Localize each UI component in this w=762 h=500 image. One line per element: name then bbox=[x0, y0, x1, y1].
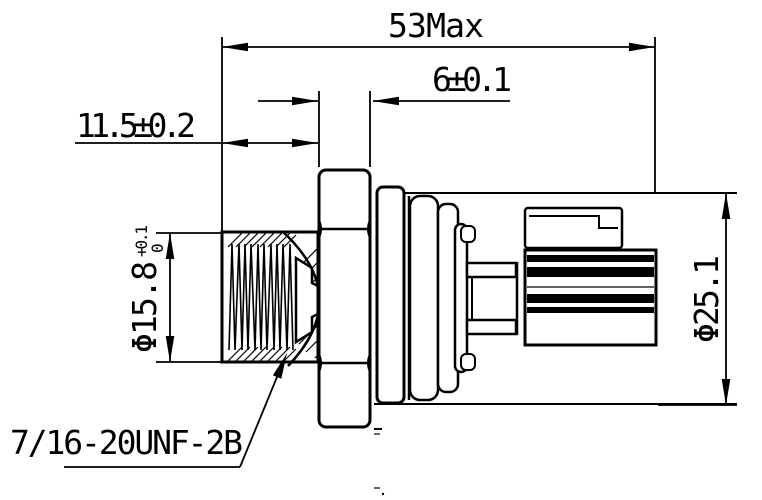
arrowhead-left bbox=[222, 42, 248, 52]
port-diameter-label: Φ15.8 bbox=[125, 261, 164, 353]
body-envelope bbox=[374, 192, 737, 405]
connector-pins bbox=[465, 261, 519, 336]
arrowhead-right bbox=[629, 42, 655, 52]
thread-callout-label: 7/16-20UNF-2B bbox=[10, 423, 243, 462]
latch-tab-step bbox=[529, 215, 618, 229]
arrowhead-up bbox=[721, 193, 731, 219]
thread-callout: 7/16-20UNF-2B bbox=[10, 353, 287, 468]
arrowhead-right bbox=[292, 138, 318, 148]
hex-facet-arcs bbox=[318, 219, 371, 373]
pin-bottom bbox=[465, 318, 518, 336]
leader-line bbox=[239, 359, 285, 468]
body-steps bbox=[375, 185, 476, 405]
dimension-body-diameter: Φ25.1 bbox=[658, 192, 737, 406]
arrowhead-down bbox=[721, 379, 731, 405]
overall-length-label: 53Max bbox=[388, 6, 484, 45]
internal-thread-profile bbox=[228, 243, 294, 351]
dimension-port-length: 11.5±0.2 bbox=[75, 106, 318, 148]
body-diameter-label: Φ25.1 bbox=[687, 255, 726, 343]
arrowhead-up bbox=[165, 233, 175, 259]
port-length-label: 11.5±0.2 bbox=[76, 106, 196, 145]
port-diameter-tol-upper: +0.1 bbox=[132, 225, 151, 257]
latch-tab bbox=[523, 206, 624, 250]
arrowhead-left bbox=[222, 138, 248, 148]
pin-base-bottom bbox=[460, 353, 476, 371]
housing-stripe bbox=[527, 307, 654, 313]
flange bbox=[375, 185, 406, 405]
reference-marks bbox=[374, 428, 385, 496]
housing-stripe bbox=[527, 267, 654, 277]
pin-base-top bbox=[460, 225, 476, 243]
hex-width-label: 6±0.1 bbox=[432, 60, 512, 99]
dimension-hex-width: 6±0.1 bbox=[258, 60, 512, 167]
arrowhead-down bbox=[165, 336, 175, 362]
arrowhead-in-left bbox=[373, 96, 399, 106]
hex-nut-outline bbox=[317, 168, 372, 429]
connector-housing bbox=[523, 206, 658, 347]
leader-arrowhead bbox=[272, 353, 287, 379]
housing-stripe bbox=[527, 294, 654, 303]
arrowhead-in-right bbox=[292, 96, 318, 106]
step-cylinder-1 bbox=[408, 194, 440, 402]
hex-nut bbox=[317, 168, 372, 429]
dimension-overall-length: 53Max bbox=[221, 6, 656, 231]
step-cylinder-3 bbox=[453, 222, 469, 374]
port-diameter-tol-lower: 0 bbox=[148, 243, 167, 253]
pin-top bbox=[465, 261, 518, 279]
dimension-port-diameter: Φ15.8 +0.1 0 bbox=[125, 225, 221, 363]
housing-stripe bbox=[527, 255, 654, 262]
